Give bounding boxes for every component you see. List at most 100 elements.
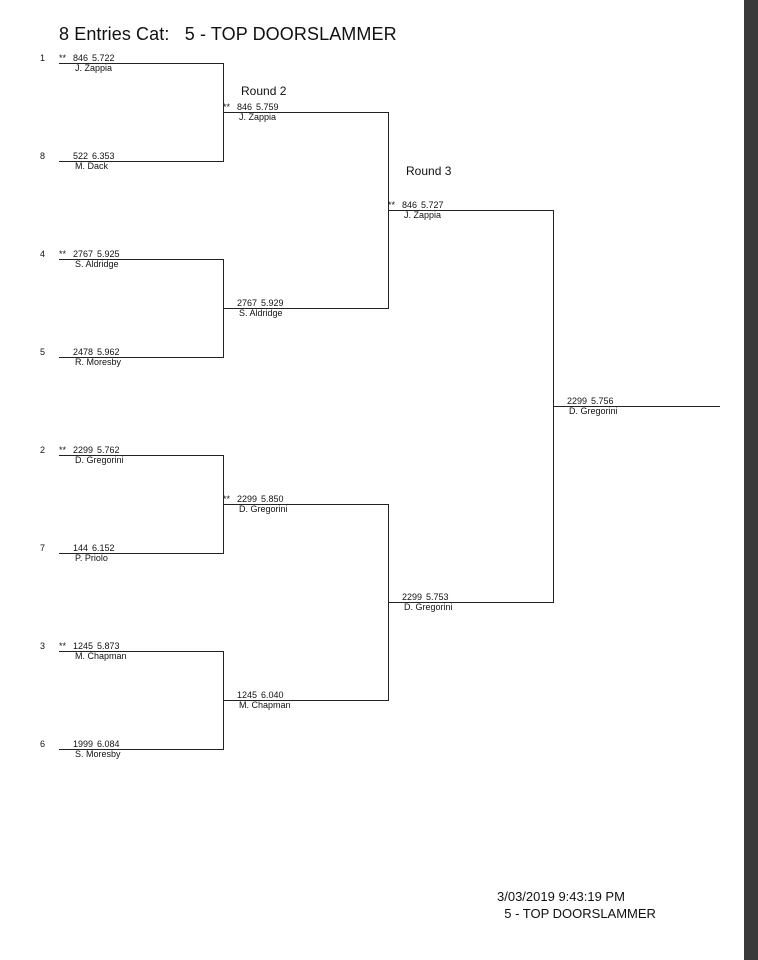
driver-name: M. Chapman [75,651,127,661]
car-number: 2767 [73,249,94,259]
driver-name: S. Moresby [75,749,121,759]
driver-name: S. Aldridge [75,259,119,269]
car-number: 2299 [567,396,588,406]
car-number: 846 [237,102,253,112]
round1-line [59,259,224,260]
car-number: 1999 [73,739,94,749]
driver-name: D. Gregorini [569,406,618,416]
car-number: 2299 [237,494,258,504]
winner-mark: ** [59,445,67,455]
winner-mark: ** [388,200,396,210]
page-title: 8 Entries Cat: 5 - TOP DOORSLAMMER [59,24,397,44]
final-line [553,406,720,407]
driver-name: M. Chapman [239,700,291,710]
driver-name: D. Gregorini [75,455,124,465]
elapsed-time: 5.929 [261,298,284,308]
driver-name: P. Priolo [75,553,108,563]
round1-line [59,651,224,652]
winner-mark: ** [59,641,67,651]
car-number: 144 [73,543,89,553]
car-number: 846 [402,200,418,210]
driver-name: J. Zappia [239,112,277,122]
round1-line [59,553,224,554]
elapsed-time: 5.753 [426,592,449,602]
winner-mark: ** [59,53,67,63]
seed-number: 2 [40,445,46,455]
driver-name: R. Moresby [75,357,122,367]
round2-line [223,504,389,505]
driver-name: D. Gregorini [239,504,288,514]
elapsed-time: 6.353 [92,151,115,161]
elapsed-time: 6.040 [261,690,284,700]
driver-name: J. Zappia [404,210,442,220]
elapsed-time: 5.925 [97,249,120,259]
footer-timestamp: 3/03/2019 9:43:19 PM [497,889,625,904]
elapsed-time: 6.152 [92,543,115,553]
elapsed-time: 5.756 [591,396,614,406]
round3-line [388,210,554,211]
round3-line [388,602,554,603]
elapsed-time: 5.762 [97,445,120,455]
driver-name: D. Gregorini [404,602,453,612]
footer-category: 5 - TOP DOORSLAMMER [504,906,656,921]
car-number: 1245 [237,690,258,700]
round1-line [59,749,224,750]
elapsed-time: 5.850 [261,494,284,504]
seed-number: 5 [40,347,46,357]
round-3-label: Round 3 [406,164,452,178]
round2-line [223,112,389,113]
seed-number: 4 [40,249,46,259]
seed-number: 8 [40,151,46,161]
winner-mark: ** [223,494,231,504]
driver-name: J. Zappia [75,63,113,73]
car-number: 522 [73,151,89,161]
elapsed-time: 5.722 [92,53,115,63]
seed-number: 3 [40,641,46,651]
car-number: 2767 [237,298,258,308]
seed-number: 6 [40,739,46,749]
round2-line [223,700,389,701]
winner-mark: ** [59,249,67,259]
elapsed-time: 5.727 [421,200,444,210]
driver-name: M. Dack [75,161,109,171]
driver-name: S. Aldridge [239,308,283,318]
footer-stamp: 3/03/2019 9:43:19 PM 5 - TOP DOORSLAMMER [497,888,656,922]
round1-line [59,357,224,358]
round1-line [59,63,224,64]
round-2-label: Round 2 [241,84,287,98]
round1-line [59,161,224,162]
car-number: 1245 [73,641,94,651]
seed-number: 7 [40,543,46,553]
round2-line [223,308,389,309]
elapsed-time: 5.873 [97,641,120,651]
